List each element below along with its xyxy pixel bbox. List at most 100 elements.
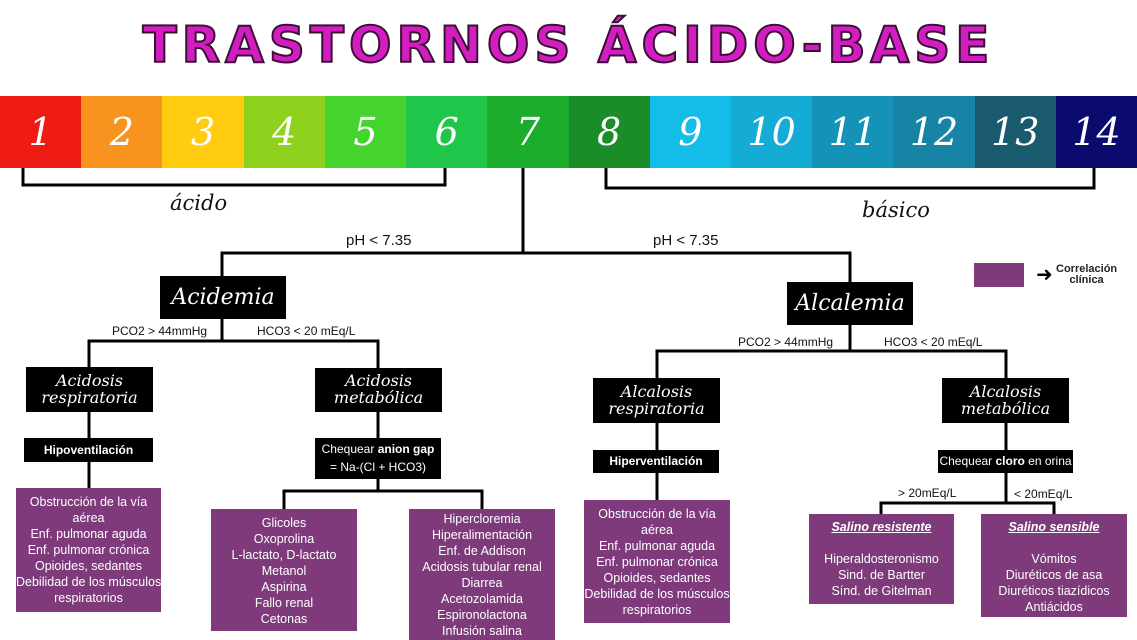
ph-cell-7: 7 [487,96,569,168]
anion-gap-keyword: anion gap [377,442,435,457]
acidemia-pco2-label: PCO2 > 44mmHg [112,324,208,338]
cause-item: Enf. pulmonar aguda [30,527,147,541]
cause-item: Aspirina [261,580,307,594]
cause-item: Enf. pulmonar crónica [27,543,150,557]
cause-item: Enf. de Addison [438,544,526,558]
acidosis-metabolica-line1: Acidosis [344,371,413,391]
ph-cell-2: 2 [81,96,163,168]
ph-cell-8: 8 [568,96,650,168]
cloro-high-label: > 20mEq/L [898,486,957,500]
basic-condition: pH < 7.35 [653,232,719,249]
cause-item: Obstrucción de la vía [598,507,716,521]
alcalosis-respiratoria-box: Alcalosis respiratoria [593,378,720,423]
cause-item: aérea [72,511,105,525]
alcalosis-metabolica-box: Alcalosis metabólica [942,378,1069,423]
cause-item: Infusión salina [442,624,522,638]
cause-item: Oxoprolina [253,532,315,546]
high-anion-gap-causes-box: Glicoles Oxoprolina L-lactato, D-lactato… [211,509,357,631]
cause-item: Glicoles [261,516,307,530]
ph-cell-10: 10 [730,96,813,168]
acidosis-respiratoria-line1: Acidosis [55,370,124,390]
acidosis-metabolica-line2: metabólica [333,388,424,407]
cause-item: Enf. pulmonar aguda [598,539,716,553]
cause-item: respiratorios [622,603,692,617]
cause-item: Debilidad de los músculos [16,575,162,589]
check-suffix: en orina [1024,453,1072,468]
cause-item: Sínd. de Gitelman [831,584,932,598]
salino-resistente-box: Salino resistente Hiperaldosteronismo Si… [809,514,954,604]
acid-resp-causes-box: Obstrucción de la vía aérea Enf. pulmona… [16,488,161,612]
acidosis-respiratoria-box: Acidosis respiratoria [26,367,153,412]
cause-item: Fallo renal [254,596,314,610]
alcalosis-metabolica-line1: Alcalosis [969,381,1042,401]
cause-item: Obstrucción de la vía [29,495,148,509]
alc-meta-split [879,471,1056,516]
acidosis-metabolica-box: Acidosis metabólica [315,368,442,412]
cloro-keyword: cloro [995,453,1025,468]
cause-item: Diuréticos de asa [1005,568,1103,582]
ph-cell-4: 4 [243,96,325,168]
ph-cell-3: 3 [162,96,244,168]
alcalosis-respiratoria-line1: Alcalosis [620,381,693,401]
cloro-check-line: Chequear cloro en orina [939,453,1071,470]
ph-cell-14: 14 [1055,96,1137,168]
check-prefix: Chequear [939,453,996,468]
salino-resistente-title: Salino resistente [831,520,932,534]
legend-line1: Correlación [1056,263,1118,275]
cause-item: respiratorios [54,591,123,605]
cloro-check-box: Chequear cloro en orina [938,450,1073,473]
cause-item: Diarrea [461,576,503,590]
legend-line2: clínica [1069,274,1104,286]
ph-cell-1: 1 [0,96,82,168]
arrow-right-icon: ➜ [1036,262,1053,286]
acidemia-box: Acidemia [160,276,286,319]
alcalemia-pco2-label: PCO2 > 44mmHg [738,335,834,349]
alcalemia-box: Alcalemia [787,282,913,325]
normal-anion-gap-causes-box: Hipercloremia Hiperalimentación Enf. de … [409,509,555,640]
acid-label: ácido [170,191,228,215]
cause-item: Hipercloremia [443,512,521,526]
alcalosis-respiratoria-line2: respiratoria [608,398,705,418]
legend-swatch [974,263,1024,287]
cause-item: Debilidad de los músculos [584,587,730,601]
salino-sensible-box: Salino sensible Vómitos Diuréticos de as… [981,514,1127,617]
cause-item: Sind. de Bartter [838,568,925,582]
ph-cell-13: 13 [974,96,1056,168]
alc-resp-causes-box: Obstrucción de la vía aérea Enf. pulmona… [584,500,730,623]
acidosis-respiratoria-line2: respiratoria [41,387,138,407]
cause-item: Hiperaldosteronismo [824,552,939,566]
cause-item: Vómitos [1031,552,1077,566]
cause-item: Opioides, sedantes [603,571,711,585]
cause-item: Espironolactona [437,608,527,622]
ph-cell-9: 9 [649,96,731,168]
cause-item: Hiperalimentación [431,528,533,542]
cloro-low-label: < 20mEq/L [1014,487,1073,501]
cause-item: L-lactato, D-lactato [231,548,337,562]
acid-condition: pH < 7.35 [346,232,412,249]
alcalosis-metabolica-line2: metabólica [960,398,1051,418]
ph-cell-11: 11 [812,96,894,168]
check-prefix: Chequear [321,442,378,457]
ph-cell-12: 12 [893,96,975,168]
anion-gap-line1: Chequear anion gap [322,441,435,458]
ph-cell-5: 5 [324,96,407,168]
acidemia-hco3-label: HCO3 < 20 mEq/L [257,324,356,338]
basic-label: básico [862,198,930,222]
ph-cell-6: 6 [406,96,488,168]
hiperventilacion-label: Hiperventilación [593,450,719,473]
cause-item: Diuréticos tiazídicos [998,584,1110,598]
acid-bracket [21,166,447,187]
alcalemia-hco3-label: HCO3 < 20 mEq/L [884,335,983,349]
cause-item: Cetonas [260,612,308,626]
legend-label: Correlación clínica [1056,264,1117,286]
page-title: TRASTORNOS ÁCIDO-BASE [142,15,995,75]
cause-item: aérea [641,523,673,537]
cause-item: Opioides, sedantes [34,559,142,573]
cause-item: Metanol [261,564,307,578]
basic-bracket [604,166,1096,190]
cause-item: Acetozolamida [441,592,523,606]
cause-item: Antiácidos [1025,600,1083,614]
anion-gap-formula: = Na-(Cl + HCO3) [329,459,427,474]
